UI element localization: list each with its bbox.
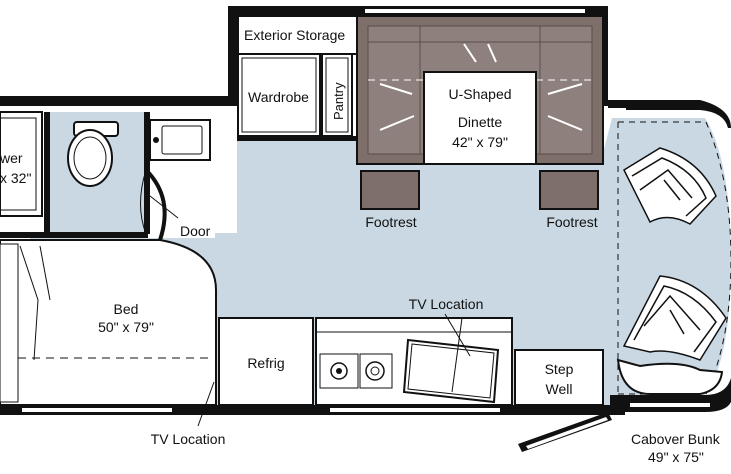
cab-seat-upper [623, 147, 717, 225]
dinette-name-line-1: U-Shaped [448, 86, 511, 102]
tv-location-top-label: TV Location [409, 296, 484, 312]
wardrobe-label: Wardrobe [248, 89, 309, 105]
step-well-line-2: Well [546, 381, 573, 397]
footrest-left-label: Footrest [365, 214, 416, 230]
shower [0, 111, 43, 217]
tv-bottom-pointer [197, 381, 215, 427]
door-label: Door [180, 223, 211, 239]
refrigerator [218, 317, 314, 406]
bed-size: 50" x 79" [98, 319, 154, 335]
bathroom-door [144, 168, 167, 241]
step-well [514, 349, 604, 406]
bed-name: Bed [114, 301, 139, 317]
dinette-seating [356, 15, 604, 165]
footrest-right [539, 170, 599, 210]
footrest-right-label: Footrest [546, 214, 597, 230]
toilet [67, 121, 119, 187]
dinette-size: 42" x 79" [452, 134, 508, 150]
windows [22, 9, 710, 412]
shower-label: wer [0, 150, 23, 166]
entry-door [518, 412, 612, 452]
cabover-bunk-name: Cabover Bunk [631, 431, 721, 447]
cab-dash [616, 358, 724, 395]
dinette-name-line-2: Dinette [458, 114, 503, 130]
cabover-bunk-size: 49" x 75" [648, 449, 704, 465]
pantry-label: Pantry [331, 82, 346, 120]
sink [149, 119, 211, 161]
tv-top-pointer [444, 313, 471, 357]
footrest-left [360, 170, 420, 210]
bed [0, 239, 217, 406]
step-well-line-1: Step [545, 361, 574, 377]
cab-seat-lower [622, 275, 727, 361]
door-pointer [149, 195, 179, 219]
shower-size: x 32" [0, 170, 31, 186]
storage-block [237, 15, 361, 137]
tv-location-bottom-label: TV Location [151, 431, 226, 447]
galley-counter [315, 317, 513, 406]
exterior-storage-label: Exterior Storage [244, 27, 345, 43]
refrig-label: Refrig [247, 355, 284, 371]
